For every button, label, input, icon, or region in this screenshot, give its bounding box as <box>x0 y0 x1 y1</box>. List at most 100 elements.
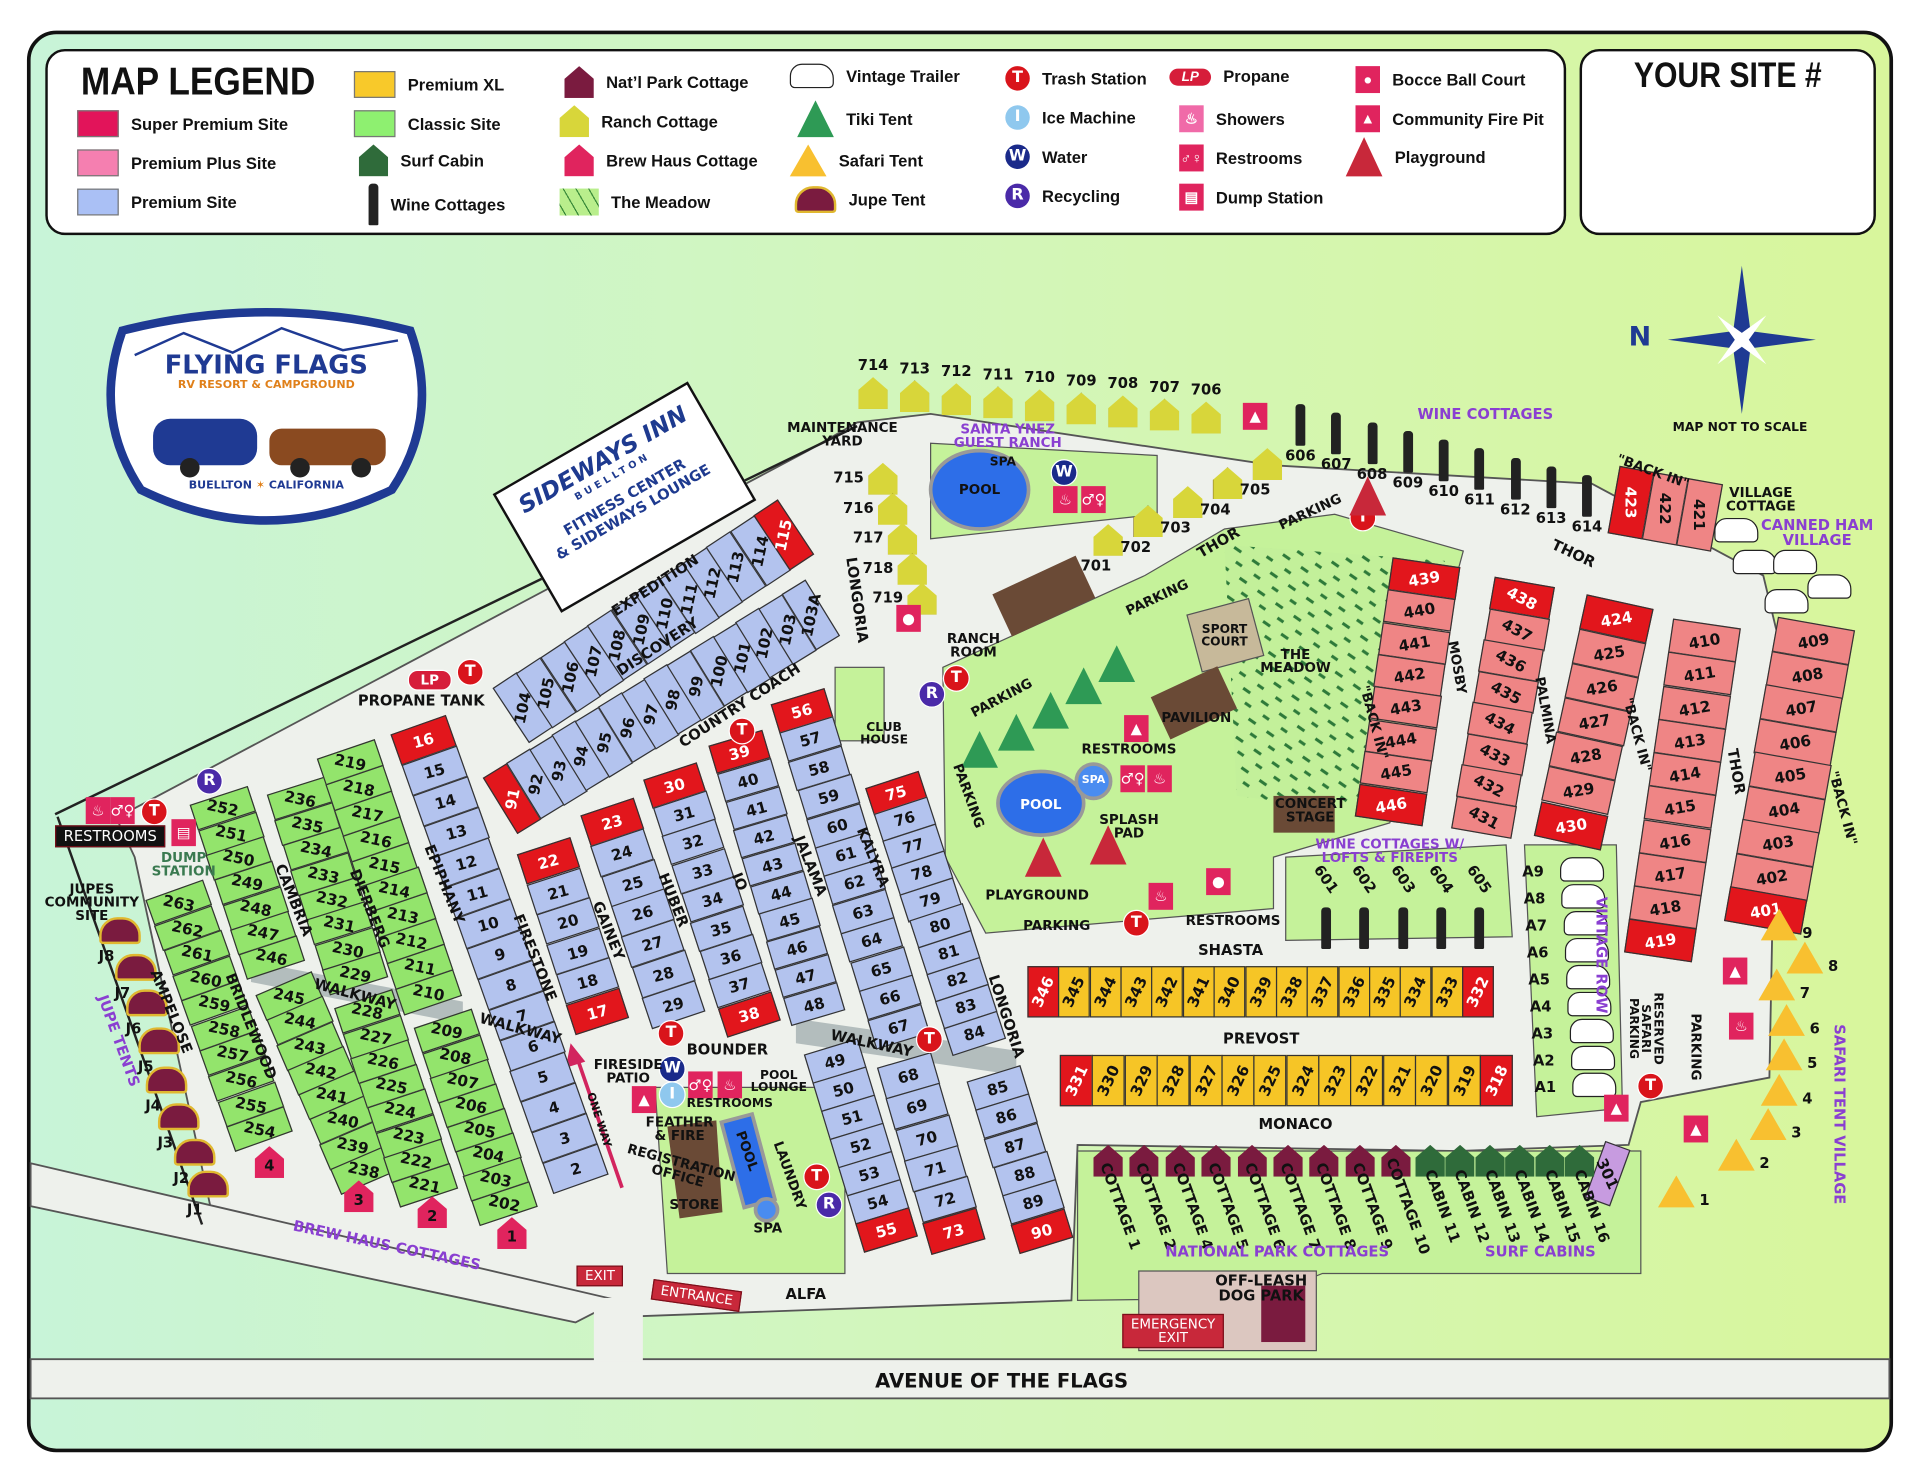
site-number: 76 <box>892 807 918 831</box>
site-345[interactable]: 345 <box>1058 966 1091 1018</box>
your-site-value[interactable] <box>1594 113 1861 211</box>
site-337[interactable]: 337 <box>1306 966 1339 1018</box>
site-333[interactable]: 333 <box>1431 966 1463 1018</box>
site-340[interactable]: 340 <box>1213 966 1246 1018</box>
safari-tent-label[interactable]: 8 <box>1827 957 1839 975</box>
site-327[interactable]: 327 <box>1189 1054 1223 1107</box>
ranch-cottage-label[interactable]: 707 <box>1149 377 1180 395</box>
site-342[interactable]: 342 <box>1151 966 1184 1018</box>
safari-tent-label[interactable]: 9 <box>1802 924 1813 942</box>
wine-cottage-icon <box>1295 404 1306 446</box>
site-334[interactable]: 334 <box>1399 966 1432 1018</box>
vintage-trailer-label[interactable]: A6 <box>1526 944 1549 962</box>
wine-cottage-label[interactable]: 612 <box>1499 500 1531 518</box>
ranch-cottage-label[interactable]: 717 <box>852 528 884 547</box>
site-323[interactable]: 323 <box>1318 1054 1352 1107</box>
site-322[interactable]: 322 <box>1350 1054 1384 1107</box>
vintage-trailer-label[interactable]: A7 <box>1525 917 1547 935</box>
safari-tent-label[interactable]: 2 <box>1759 1154 1770 1172</box>
legend-item-label: Jupe Tent <box>848 190 926 209</box>
site-number: 98 <box>661 687 684 713</box>
site-321[interactable]: 321 <box>1382 1054 1416 1107</box>
jupe-tent-label[interactable]: J3 <box>157 1133 174 1152</box>
vintage-trailer-label[interactable]: A8 <box>1523 890 1546 908</box>
jupe-tent-label[interactable]: J1 <box>186 1201 203 1219</box>
ranch-cottage-label[interactable]: 714 <box>857 356 889 374</box>
site-number: 89 <box>1020 1190 1046 1214</box>
jupe-tent-label[interactable]: J4 <box>145 1097 161 1115</box>
ranch-cottage-label[interactable]: 706 <box>1190 380 1222 398</box>
site-326[interactable]: 326 <box>1221 1054 1255 1107</box>
wine-cottage-label[interactable]: 609 <box>1392 473 1424 491</box>
site-number: 318 <box>1481 1061 1512 1099</box>
safari-tent-label[interactable]: 7 <box>1799 984 1811 1002</box>
ranch-cottage-label[interactable]: 713 <box>899 359 931 377</box>
brew-haus-cottage-label[interactable]: 2 <box>427 1207 438 1225</box>
label-exit[interactable]: EXIT <box>576 1265 624 1287</box>
site-330[interactable]: 330 <box>1092 1054 1126 1107</box>
site-332[interactable]: 332 <box>1462 966 1494 1018</box>
site-number: 319 <box>1448 1061 1480 1099</box>
wine-cottage-label[interactable]: 611 <box>1464 491 1495 509</box>
site-336[interactable]: 336 <box>1337 966 1370 1018</box>
ranch-cottage-label[interactable]: 715 <box>833 468 864 487</box>
site-343[interactable]: 343 <box>1120 966 1153 1018</box>
jupe-tent-label[interactable]: J5 <box>137 1057 154 1076</box>
safari-tent-label[interactable]: 6 <box>1809 1020 1820 1038</box>
site-328[interactable]: 328 <box>1156 1054 1190 1107</box>
site-344[interactable]: 344 <box>1089 966 1122 1018</box>
ranch-cottage-label[interactable]: 719 <box>872 588 904 607</box>
ranch-cottage-label[interactable]: 710 <box>1024 368 1055 386</box>
vintage-trailer-label[interactable]: A2 <box>1532 1051 1555 1069</box>
label-emergency[interactable]: EMERGENCY EXIT <box>1122 1313 1224 1349</box>
ranch-cottage-label[interactable]: 702 <box>1120 538 1152 556</box>
safari-tent-label[interactable]: 3 <box>1791 1124 1802 1142</box>
site-338[interactable]: 338 <box>1275 966 1308 1018</box>
wine-cottage-label[interactable]: 614 <box>1571 517 1603 536</box>
site-324[interactable]: 324 <box>1285 1054 1319 1107</box>
wine-cottage-label[interactable]: 606 <box>1285 446 1316 465</box>
vintage-trailer-label[interactable]: A4 <box>1529 997 1552 1016</box>
brew-haus-cottage-label[interactable]: 3 <box>353 1191 364 1209</box>
site-335[interactable]: 335 <box>1368 966 1401 1018</box>
wine-cottage-label[interactable]: 610 <box>1428 482 1460 500</box>
ranch-cottage-label[interactable]: 703 <box>1160 519 1191 537</box>
ranch-cottage-label[interactable]: 711 <box>982 365 1014 383</box>
jupe-tent-label[interactable]: J7 <box>114 984 131 1002</box>
wine-cottage-label[interactable]: 613 <box>1535 509 1567 527</box>
site-339[interactable]: 339 <box>1244 966 1277 1018</box>
ranch-cottage-label[interactable]: 709 <box>1065 371 1097 389</box>
safari-tent-label[interactable]: 1 <box>1699 1191 1710 1209</box>
brew-haus-cottage-label[interactable]: 4 <box>264 1157 275 1175</box>
vintage-trailer-label[interactable]: A5 <box>1528 971 1550 989</box>
brew-haus-cottage-label[interactable]: 1 <box>506 1228 517 1246</box>
vintage-trailer-label[interactable]: A9 <box>1522 863 1544 881</box>
jupe-tent-label[interactable]: J8 <box>98 947 115 965</box>
vintage-trailer-label[interactable]: A1 <box>1534 1078 1557 1096</box>
site-341[interactable]: 341 <box>1182 966 1215 1018</box>
wine-cottage-icon <box>1321 907 1332 949</box>
your-site-box[interactable]: YOUR SITE # <box>1579 48 1876 236</box>
site-329[interactable]: 329 <box>1124 1054 1158 1107</box>
safari-tent-label[interactable]: 5 <box>1807 1054 1818 1072</box>
ranch-cottage-label[interactable]: 708 <box>1107 374 1139 392</box>
ranch-cottage-label[interactable]: 716 <box>843 498 874 517</box>
wine-cottage-label[interactable]: 607 <box>1320 455 1352 473</box>
ranch-cottage-label[interactable]: 704 <box>1199 500 1231 518</box>
ranch-cottage-label[interactable]: 712 <box>940 362 972 380</box>
jupe-tent-label[interactable]: J2 <box>173 1169 190 1187</box>
site-number: 249 <box>229 870 265 896</box>
site-318[interactable]: 318 <box>1479 1054 1513 1107</box>
safari-tent-label[interactable]: 4 <box>1802 1089 1813 1107</box>
jupe-tent-label[interactable]: J6 <box>125 1020 142 1038</box>
site-346[interactable]: 346 <box>1027 966 1060 1018</box>
site-325[interactable]: 325 <box>1253 1054 1287 1107</box>
ranch-cottage-label[interactable]: 705 <box>1239 481 1271 499</box>
ranch-cottage-label[interactable]: 701 <box>1080 557 1112 575</box>
site-320[interactable]: 320 <box>1415 1054 1449 1107</box>
vintage-trailer-label[interactable]: A3 <box>1531 1024 1554 1043</box>
ranch-cottage-label[interactable]: 718 <box>862 558 894 577</box>
site-319[interactable]: 319 <box>1447 1054 1481 1107</box>
site-331[interactable]: 331 <box>1059 1054 1093 1107</box>
